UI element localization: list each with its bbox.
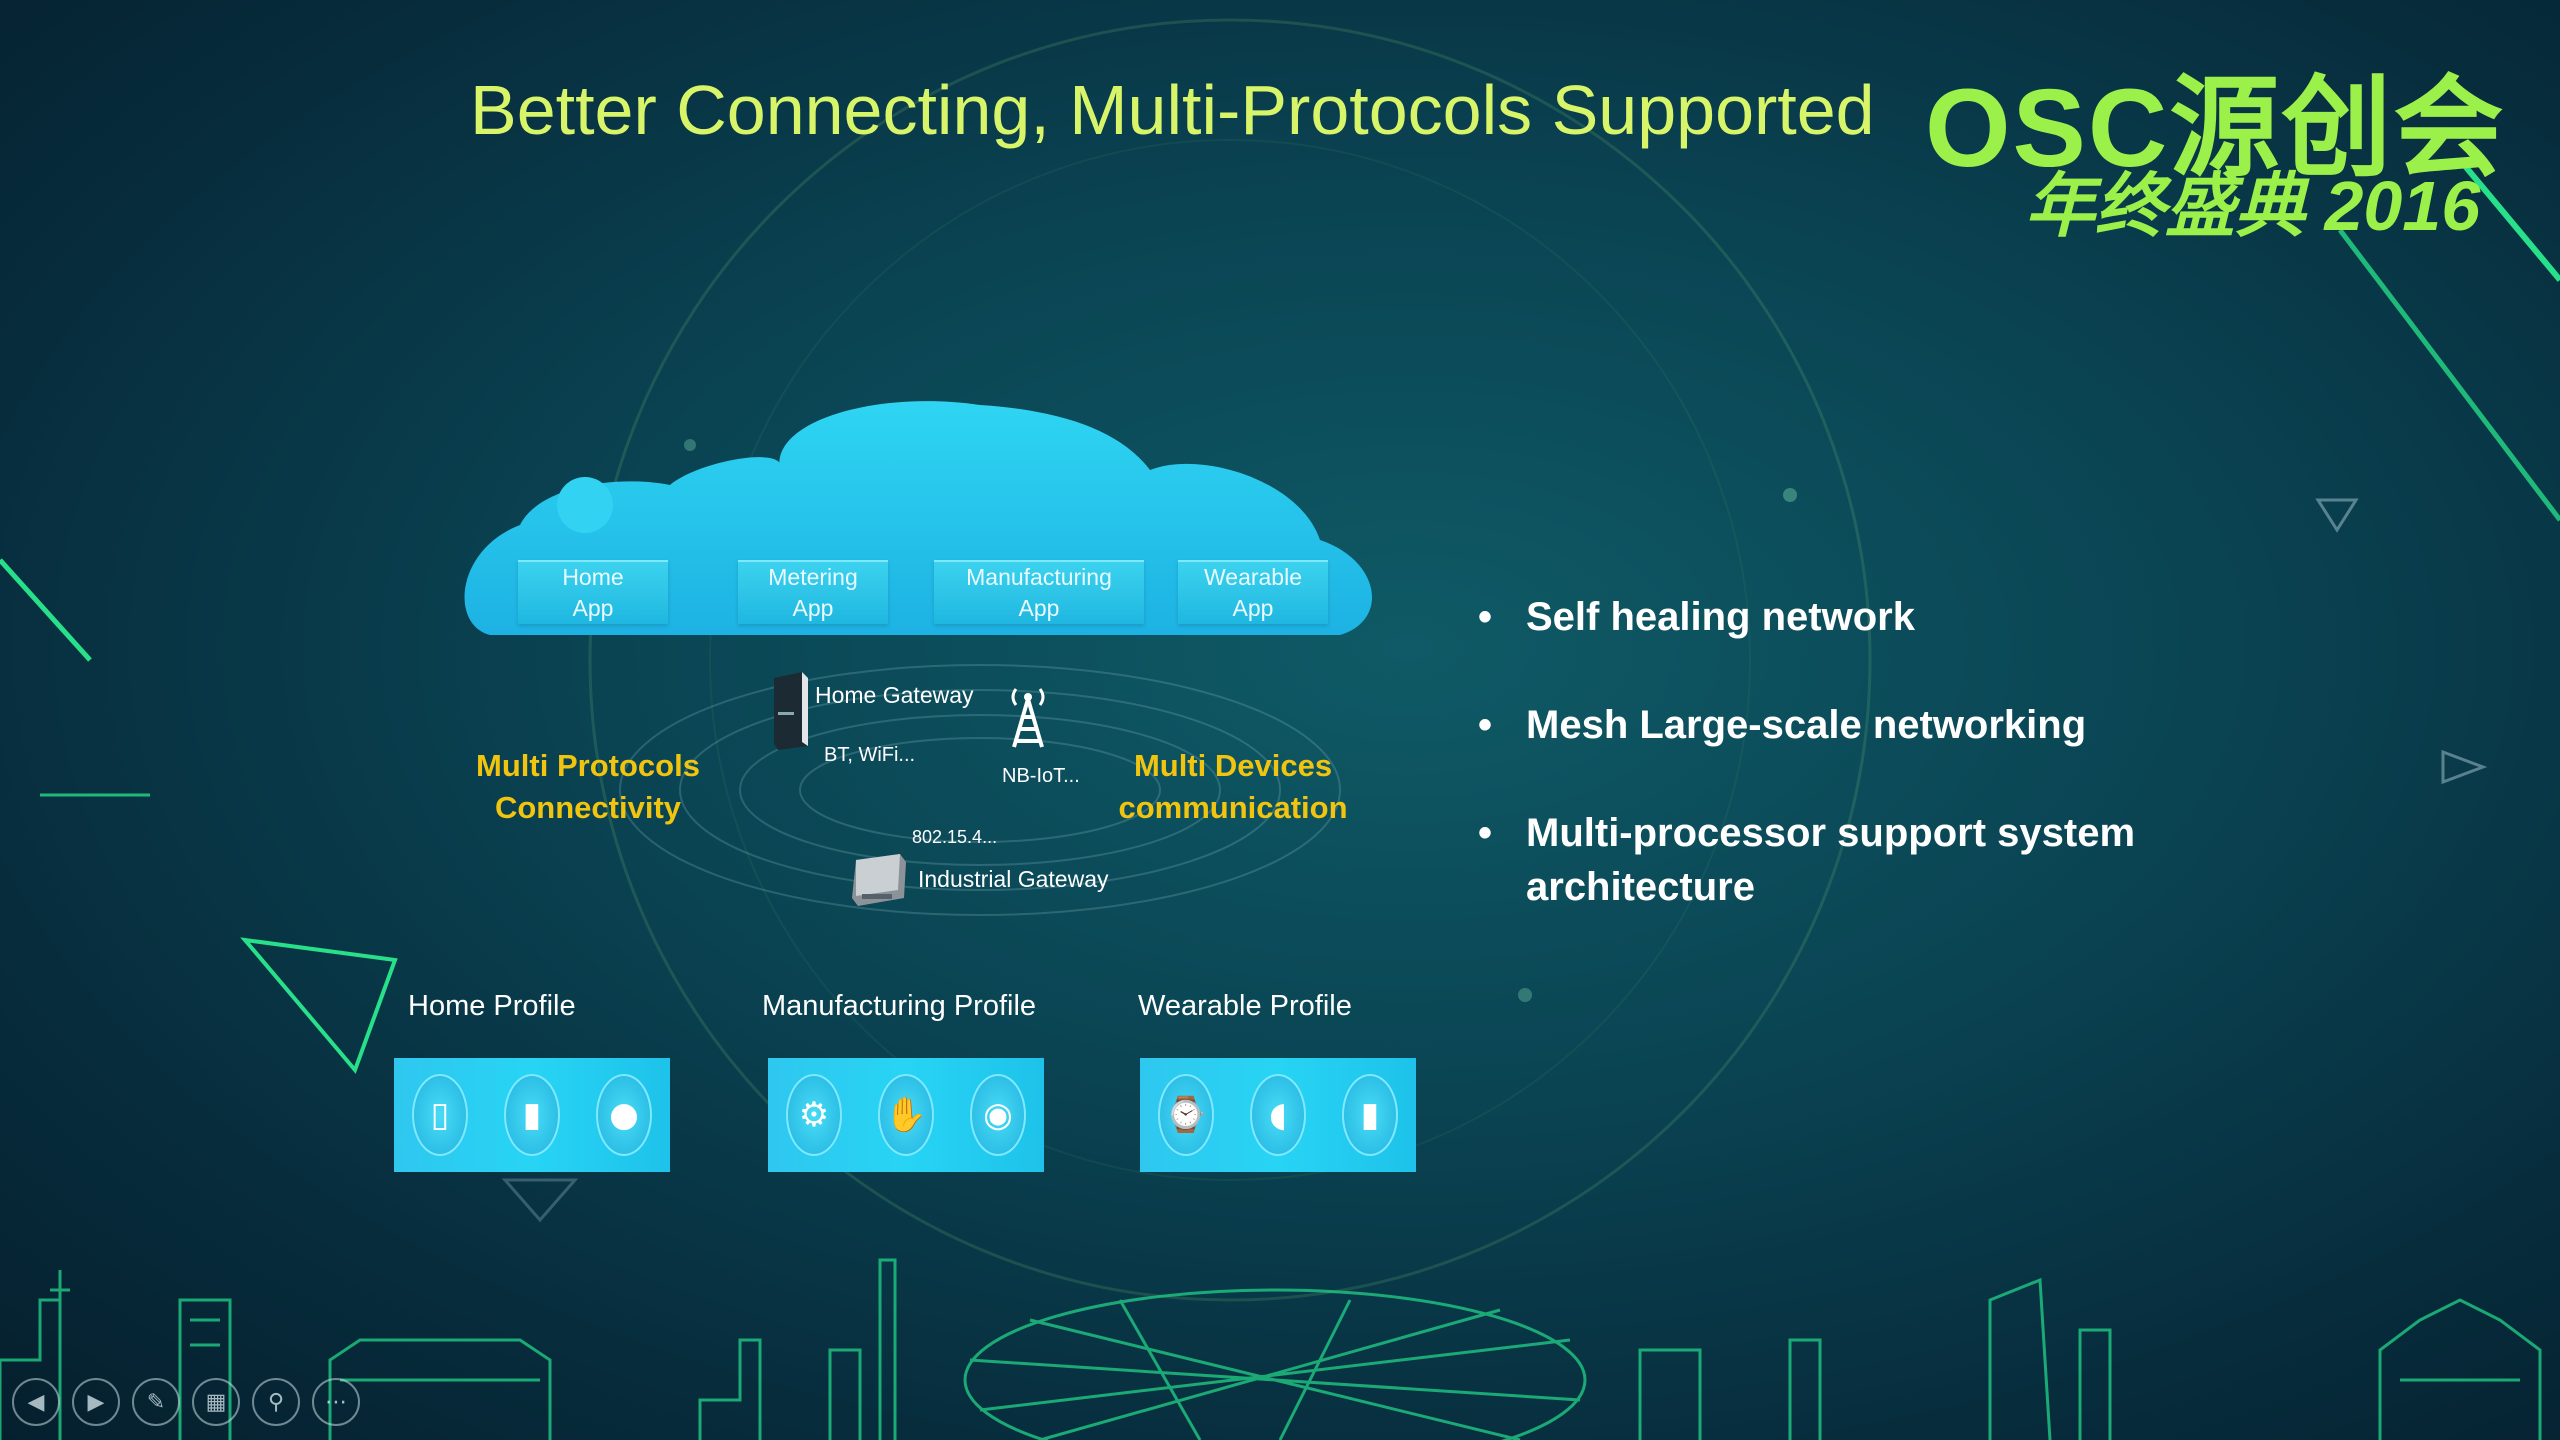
app-label: Manufacturing [966, 564, 1112, 590]
feature-item: Self healing network [1470, 590, 2230, 644]
cloud-shape [464, 401, 1373, 635]
osc-logo: OSC源创会 [1925, 67, 2506, 190]
multi-protocols-label: Multi Protocols Connectivity [468, 745, 708, 829]
wearable-app-tile: Wearable App [1178, 560, 1328, 624]
home-gateway-icon [774, 672, 808, 750]
robot-arm-icon: ✋ [878, 1074, 934, 1156]
fridge-icon: ▮ [504, 1074, 560, 1156]
wearable-profile-title: Wearable Profile [1138, 990, 1352, 1022]
robot-icon: ⚙ [786, 1074, 842, 1156]
network-rings [619, 664, 1341, 916]
home-profile-devices: ▯ ▮ ● [394, 1058, 670, 1172]
slides-grid-icon[interactable]: ▦ [192, 1378, 240, 1426]
bt-wifi-label: BT, WiFi... [824, 744, 916, 766]
osc-logo-subtitle: 年终盛典 2016 [2025, 167, 2481, 245]
phone-icon: ▮ [1342, 1074, 1398, 1156]
nb-iot-label: NB-IoT... [1002, 765, 1080, 787]
app-label: Metering [768, 564, 858, 590]
app-label: App [572, 595, 614, 621]
presentation-toolbar: ◀ ▶ ✎ ▦ ⚲ ⋯ [12, 1378, 360, 1426]
previous-slide-icon[interactable]: ◀ [12, 1378, 60, 1426]
bulb-icon: ● [596, 1074, 652, 1156]
next-slide-icon[interactable]: ▶ [72, 1378, 120, 1426]
app-label: App [1232, 595, 1274, 621]
app-label: App [792, 595, 834, 621]
wearable-profile-devices: ⌚ ◖ ▮ [1140, 1058, 1416, 1172]
home-gateway-label: Home Gateway [815, 682, 974, 708]
feature-item: Multi-processor support system architect… [1470, 806, 2230, 914]
more-options-icon[interactable]: ⋯ [312, 1378, 360, 1426]
home-profile-title: Home Profile [408, 990, 576, 1022]
metering-app-tile: Metering App [738, 560, 888, 624]
band-icon: ◖ [1250, 1074, 1306, 1156]
app-label: App [1018, 595, 1060, 621]
manufacturing-profile-title: Manufacturing Profile [762, 990, 1037, 1022]
app-label: Wearable [1203, 564, 1303, 590]
app-label: Home [562, 564, 624, 590]
watch-icon: ⌚ [1158, 1074, 1214, 1156]
pen-icon[interactable]: ✎ [132, 1378, 180, 1426]
multi-devices-line1: Multi Devices [1133, 748, 1333, 783]
manufacturing-profile-devices: ⚙ ✋ ◉ [768, 1058, 1044, 1172]
remote-icon: ▯ [412, 1074, 468, 1156]
slide-title: Better Connecting, Multi-Protocols Suppo… [470, 71, 1875, 149]
industrial-gateway-icon [852, 854, 906, 906]
zoom-icon[interactable]: ⚲ [252, 1378, 300, 1426]
home-app-tile: Home App [518, 560, 668, 624]
multi-protocols-line1: Multi Protocols [476, 748, 700, 783]
multi-devices-line2: communication [1118, 790, 1348, 825]
multi-devices-label: Multi Devices communication [1113, 745, 1353, 829]
industrial-gateway-label: Industrial Gateway [918, 866, 1109, 892]
feature-item: Mesh Large-scale networking [1470, 698, 2230, 752]
meter-icon: ◉ [970, 1074, 1026, 1156]
manufacturing-app-tile: Manufacturing App [934, 560, 1144, 624]
cell-tower-icon [1011, 688, 1045, 748]
multi-protocols-line2: Connectivity [494, 790, 682, 825]
feature-list: Self healing network Mesh Large-scale ne… [1470, 590, 2230, 968]
zigbee-label: 802.15.4... [912, 827, 998, 847]
